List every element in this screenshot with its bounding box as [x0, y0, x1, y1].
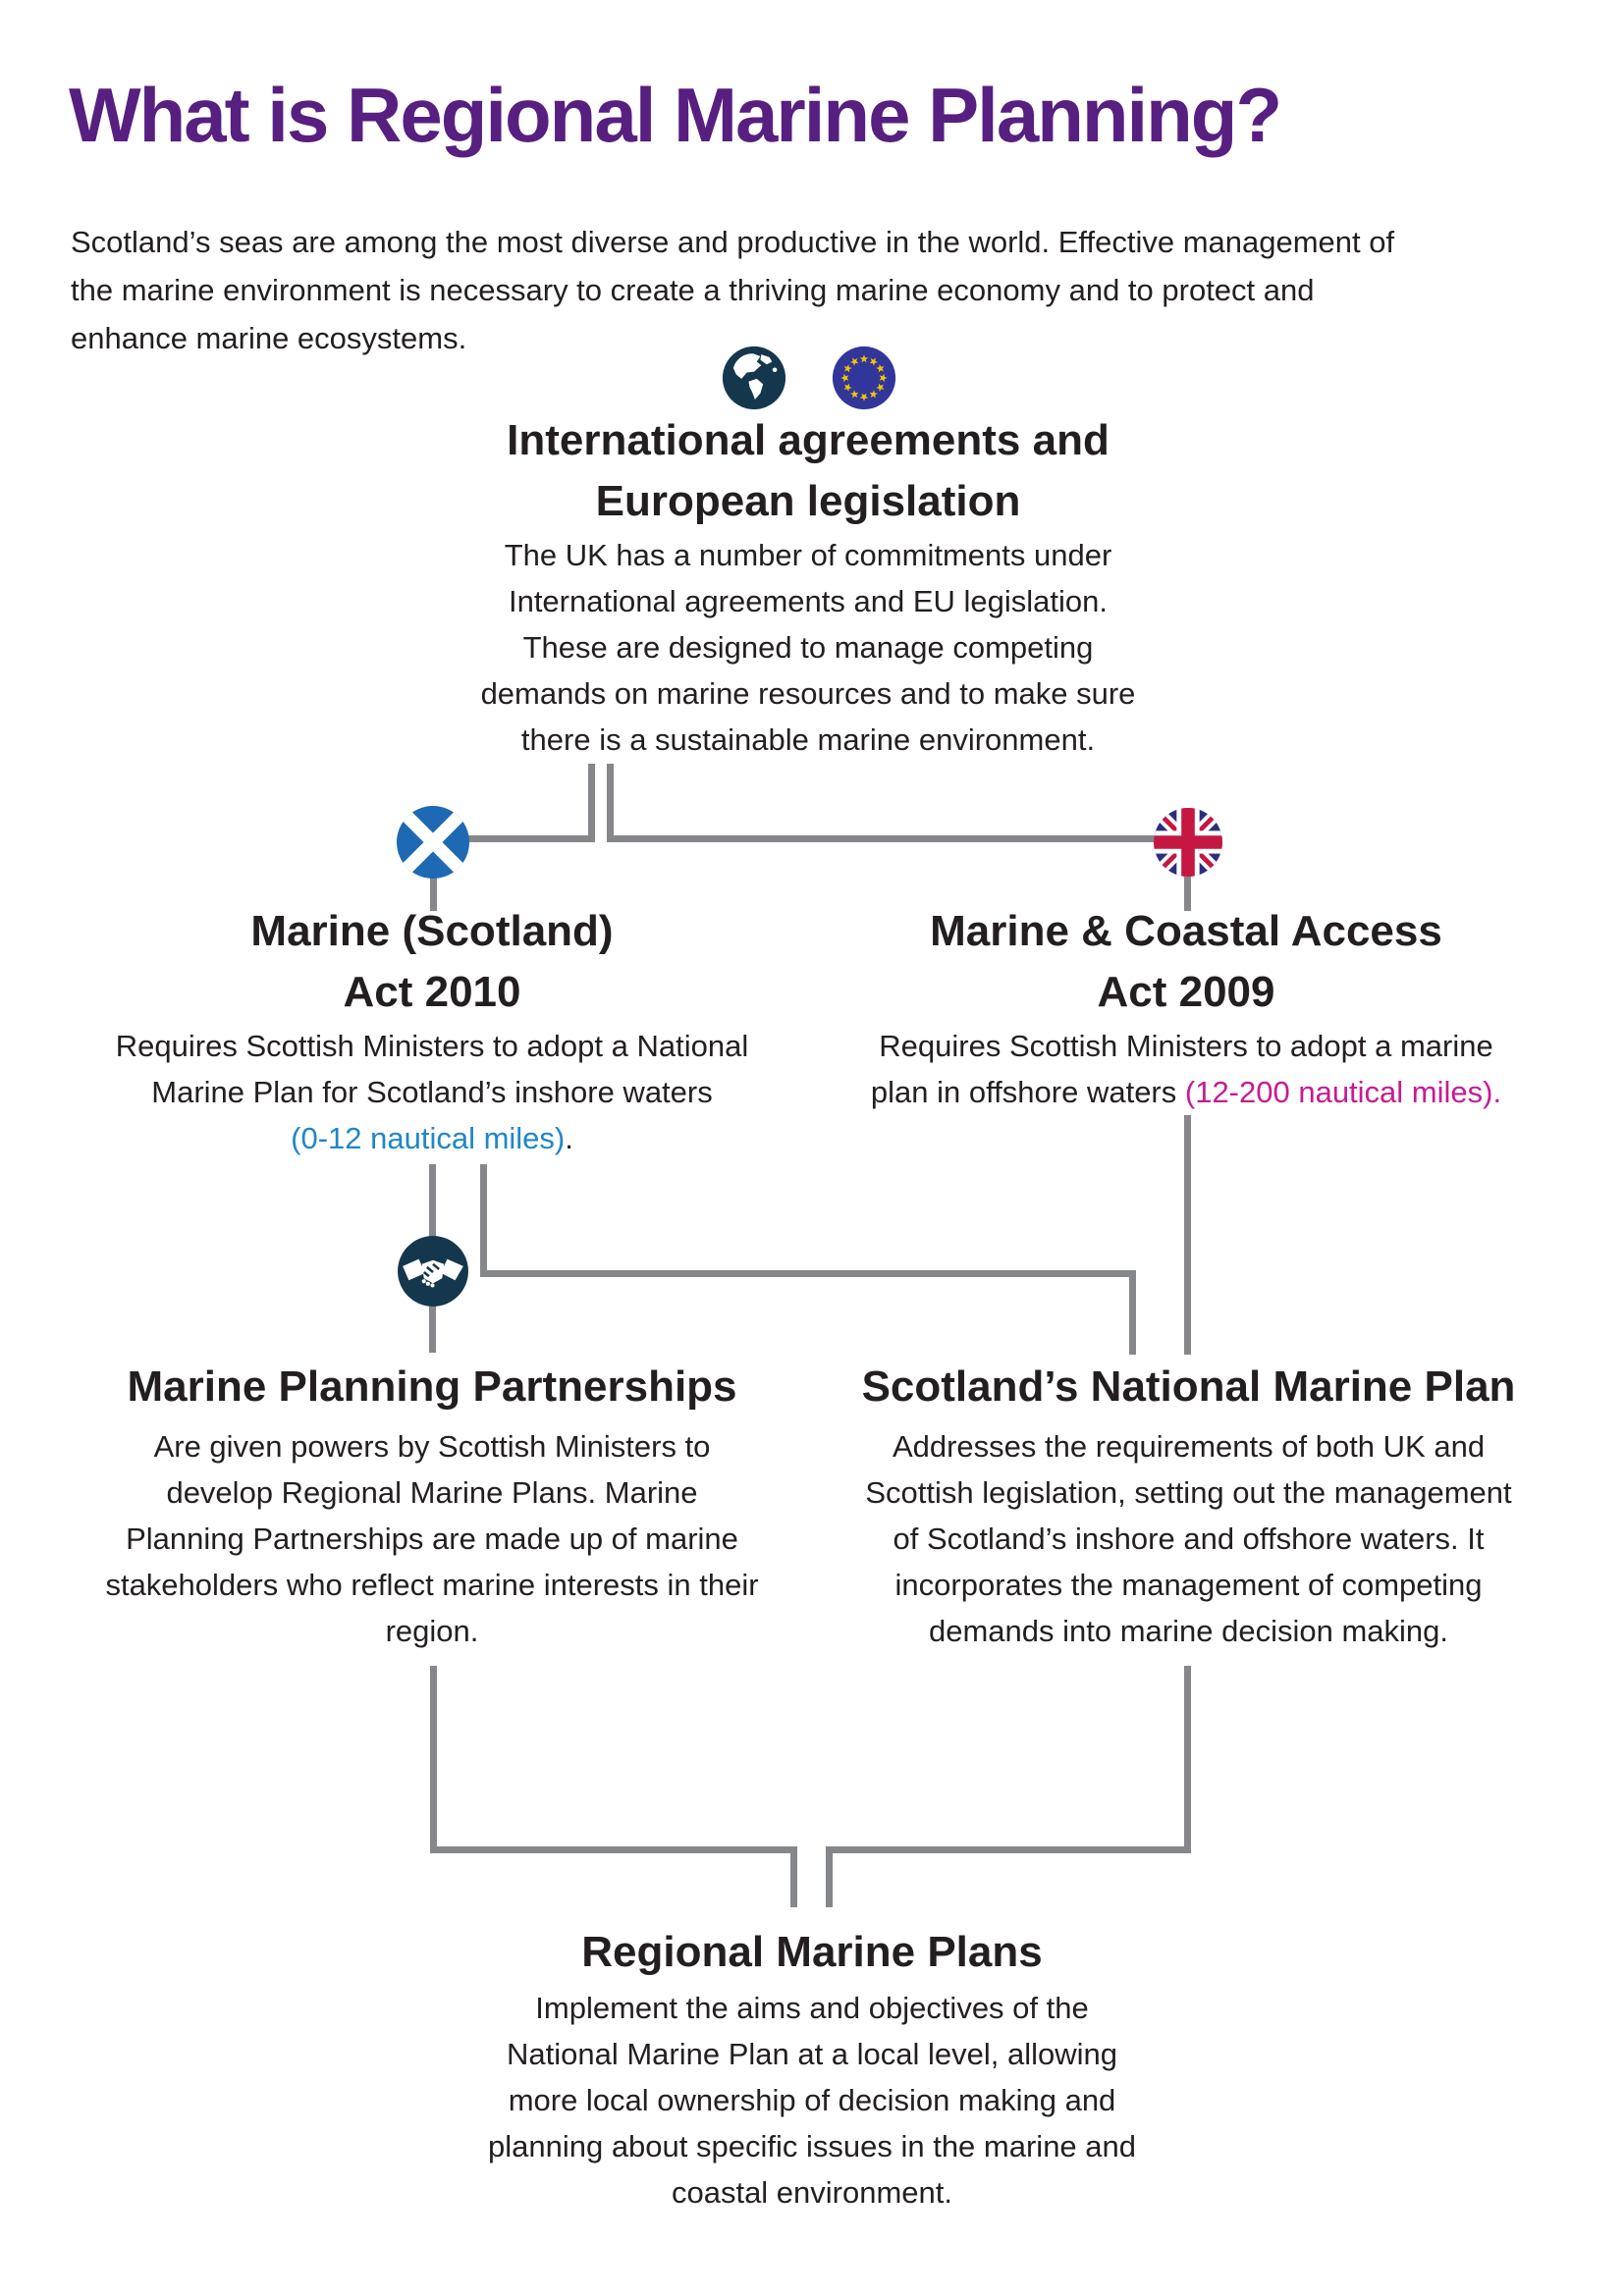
connector-to-coastal-act: [607, 835, 1166, 842]
body-line: demands on marine resources and to make …: [480, 676, 1136, 711]
intro-line: Scotland’s seas are among the most diver…: [71, 225, 1395, 259]
eu-flag-icon: [832, 346, 896, 410]
body-line: National Marine Plan at a local level, a…: [506, 2037, 1118, 2071]
inshore-miles-highlight: (0-12 nautical miles): [291, 1121, 566, 1155]
connector-uk-flag-stub: [1184, 874, 1191, 911]
connector-to-scotland-act: [450, 835, 595, 842]
heading-line: Marine & Coastal Access: [930, 907, 1442, 955]
heading-line: Act 2010: [343, 968, 521, 1016]
national-marine-plan-body: Addresses the requirements of both UK an…: [813, 1423, 1564, 1654]
body-line: more local ownership of decision making …: [508, 2083, 1116, 2117]
body-line: Addresses the requirements of both UK an…: [892, 1429, 1486, 1464]
body-line: (0-12 nautical miles).: [64, 1115, 800, 1161]
scotland-flag-icon: [397, 806, 469, 879]
heading-line: International agreements and: [507, 416, 1110, 464]
body-line: plan in offshore waters (12-200 nautical…: [818, 1069, 1554, 1115]
handshake-icon: [398, 1236, 468, 1307]
page-title: What is Regional Marine Planning?: [69, 72, 1282, 158]
body-line: Implement the aims and objectives of the: [535, 1991, 1089, 2025]
globe-icon: [722, 346, 786, 410]
marine-coastal-access-act-body: Requires Scottish Ministers to adopt a m…: [818, 1023, 1554, 1115]
highlight-suffix: .: [565, 1121, 573, 1155]
body-line: Marine Plan for Scotland’s inshore water…: [151, 1075, 713, 1109]
offshore-miles-highlight: (12-200 nautical miles).: [1184, 1075, 1502, 1109]
marine-planning-partnerships-body: Are given powers by Scottish Ministers t…: [59, 1423, 805, 1654]
connector-regional-left-stub: [790, 1846, 797, 1907]
body-line: planning about specific issues in the ma…: [487, 2129, 1137, 2163]
body-line: Requires Scottish Ministers to adopt a N…: [115, 1029, 749, 1063]
body-line: develop Regional Marine Plans. Marine: [166, 1475, 698, 1510]
body-line: These are designed to manage competing: [522, 630, 1094, 665]
body-line: Scottish legislation, setting out the ma…: [865, 1475, 1512, 1510]
connector-act2010-branch-vertical: [480, 1164, 487, 1277]
body-line-prefix: plan in offshore waters: [870, 1075, 1185, 1109]
intro-text: Scotland’s seas are among the most diver…: [71, 218, 1583, 362]
marine-scotland-act-heading: Marine (Scotland) Act 2010: [64, 901, 800, 1023]
intro-line: enhance marine ecosystems.: [71, 321, 467, 355]
heading-line: Act 2009: [1097, 968, 1275, 1016]
heading-line: European legislation: [595, 477, 1021, 525]
body-line: stakeholders who reflect marine interest…: [105, 1568, 759, 1602]
marine-scotland-act-body: Requires Scottish Ministers to adopt a N…: [64, 1023, 800, 1161]
connector-partnerships-down: [430, 1666, 437, 1853]
heading-line: Marine (Scotland): [250, 907, 614, 955]
uk-flag-icon: [1154, 808, 1222, 877]
body-line: there is a sustainable marine environmen…: [520, 722, 1096, 757]
connector-intl-left-vertical: [588, 764, 595, 842]
international-body: The UK has a number of commitments under…: [393, 532, 1223, 763]
body-line: Are given powers by Scottish Ministers t…: [153, 1429, 711, 1464]
body-line: coastal environment.: [671, 2175, 953, 2210]
marine-planning-partnerships-heading: Marine Planning Partnerships: [127, 1362, 737, 1411]
body-line: of Scotland’s inshore and offshore water…: [893, 1522, 1485, 1556]
body-line: incorporates the management of competing: [894, 1568, 1483, 1602]
connector-act2009-to-national-plan: [1184, 1115, 1191, 1355]
connector-bottom-right-horizontal: [826, 1846, 1191, 1853]
connector-bottom-left-horizontal: [430, 1846, 797, 1853]
national-marine-plan-heading: Scotland’s National Marine Plan: [861, 1362, 1516, 1411]
body-line: Requires Scottish Ministers to adopt a m…: [879, 1029, 1493, 1063]
body-line: region.: [385, 1614, 479, 1648]
connector-act2010-branch-horizontal: [480, 1270, 1136, 1277]
international-heading: International agreements and European le…: [393, 410, 1223, 532]
connector-scotland-flag-stub: [430, 876, 437, 911]
connector-branch-to-national-plan: [1129, 1270, 1136, 1355]
connector-regional-right-stub: [826, 1846, 833, 1907]
body-line: International agreements and EU legislat…: [508, 584, 1109, 618]
body-line: Planning Partnerships are made up of mar…: [126, 1522, 738, 1556]
body-line: demands into marine decision making.: [929, 1614, 1448, 1648]
connector-national-plan-down: [1184, 1666, 1191, 1853]
body-line: The UK has a number of commitments under: [504, 538, 1112, 572]
regional-marine-plans-heading: Regional Marine Plans: [581, 1928, 1043, 1976]
marine-coastal-access-act-heading: Marine & Coastal Access Act 2009: [818, 901, 1554, 1023]
regional-marine-plans-body: Implement the aims and objectives of the…: [395, 1985, 1229, 2216]
intro-line: the marine environment is necessary to c…: [71, 273, 1315, 307]
connector-intl-right-vertical: [607, 764, 614, 842]
